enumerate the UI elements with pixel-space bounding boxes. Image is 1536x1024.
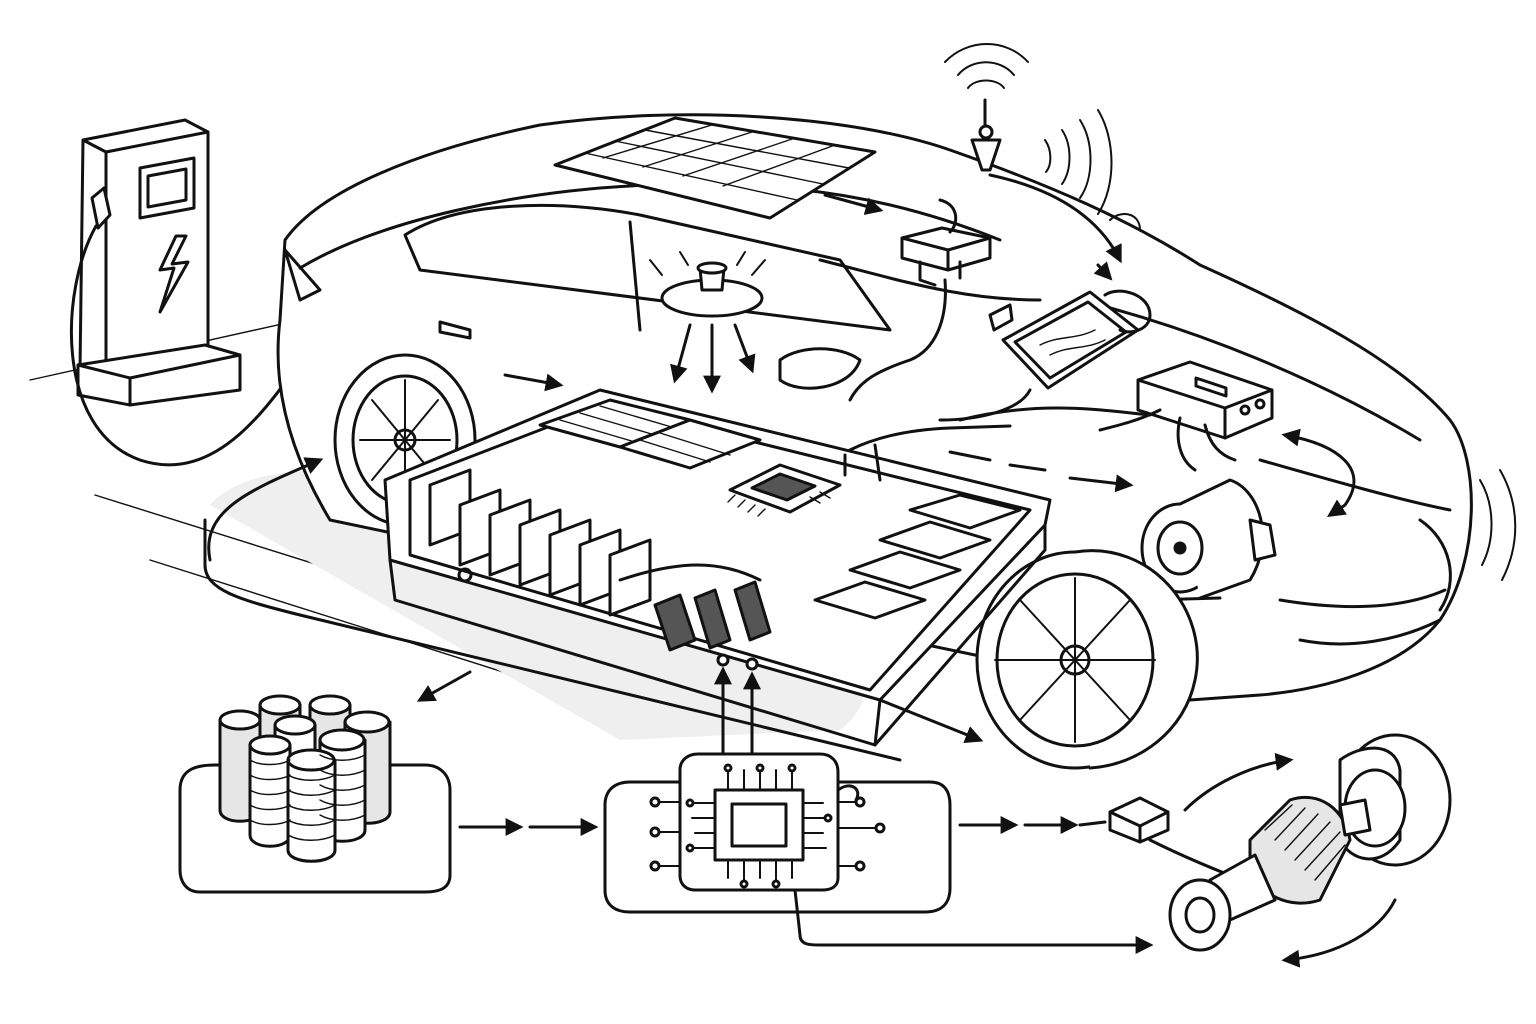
battery-pack [383,388,1052,747]
inverter [1098,360,1356,517]
flow-arrows [203,373,1152,762]
charging-cable [70,224,322,467]
side-mirror [778,347,862,390]
drive-motor [1108,733,1452,968]
lightning-bolt-icon [158,234,190,314]
cylindrical-cells-icon [218,694,392,863]
charging-station [70,118,382,467]
roof-controller [823,193,992,402]
cell-stack-panel [178,694,599,894]
wireless-antenna-icon [970,138,1002,172]
cabin-sensor [649,251,766,394]
front-wheel [975,549,1199,770]
front-motor [1140,478,1277,602]
microchip-icon [750,472,817,502]
charger-nozzle [90,186,112,230]
side-window [403,204,892,332]
bms-chip-panel [603,752,1154,954]
antenna [944,43,1122,264]
door-handle [438,320,472,340]
solar-roof [553,116,877,220]
solar-panel-icon [553,116,877,220]
